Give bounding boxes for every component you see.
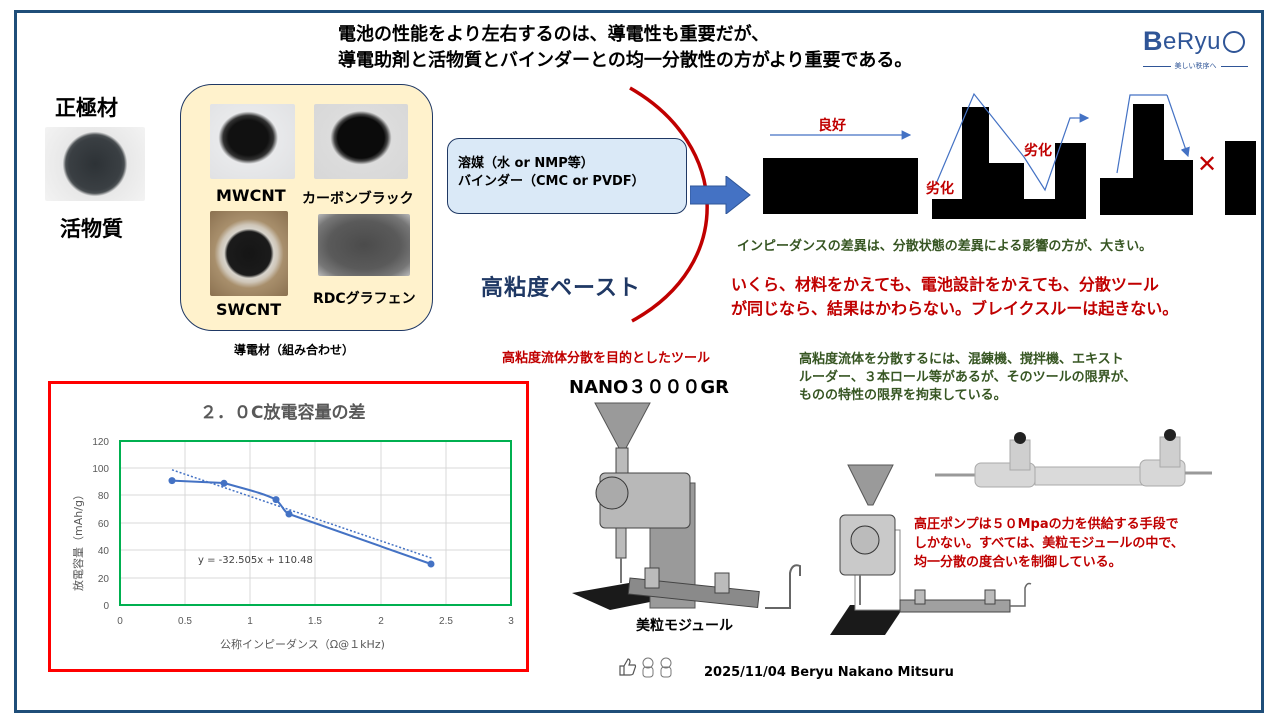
svg-text:120: 120 <box>92 437 109 448</box>
svg-text:0.5: 0.5 <box>178 616 192 627</box>
rdc-graphene-photo <box>318 214 410 276</box>
chart-y-axis-label: 放電容量（mAh/g） <box>72 489 85 591</box>
degraded-label-2: 劣化 <box>1024 143 1052 159</box>
svg-text:2.5: 2.5 <box>439 616 453 627</box>
solvent-binder-box: 溶媒（水 or NMP等） バインダー（CMC or PVDF） <box>447 138 687 214</box>
nano3000gr-machine-illustration <box>572 402 801 610</box>
beryu-module-photo <box>935 429 1212 488</box>
footer-icons <box>618 657 674 679</box>
chart-title: ２．０C放電容量の差 <box>200 403 366 423</box>
swcnt-photo <box>210 211 288 296</box>
active-material-label: 活物質 <box>60 217 123 241</box>
chart-plot: 0 20 40 60 80 100 120 0 0.5 1 1.5 2 2.5 … <box>92 437 514 627</box>
cathode-title: 正極材 <box>55 96 118 120</box>
right-arrow-icon <box>690 176 751 214</box>
pump-note: 高圧ポンプは５０Mpaの力を供給する手段で しかない。すべては、美粒モジュールの… <box>914 517 1184 570</box>
claim-line-2: が同じなら、結果はかわらない。ブレイクスルーは起きない。 <box>731 299 1179 318</box>
mwcnt-photo <box>210 104 295 179</box>
carbon-black-photo <box>314 104 408 179</box>
compact-machine-illustration <box>830 464 1032 635</box>
model-name: NANO３０００GR <box>569 377 729 398</box>
thumbs-up-icon <box>619 658 637 676</box>
maneki-neko-icon <box>660 657 672 678</box>
binder-line: バインダー（CMC or PVDF） <box>458 174 645 189</box>
module-label: 美粒モジュール <box>636 618 734 634</box>
footer-credit: 2025/11/04 Beryu Nakano Mitsuru <box>704 665 954 680</box>
svg-text:40: 40 <box>98 546 110 557</box>
slide-frame <box>14 10 1264 713</box>
headline-line-2: 導電助剤と活物質とバインダーとの均一分散性の方がより重要である。 <box>338 50 913 71</box>
svg-text:100: 100 <box>92 464 109 475</box>
chart-x-axis-label: 公称インピーダンス（Ω@１kHz) <box>220 638 385 651</box>
cross-icon: ✕ <box>1197 150 1218 178</box>
logo-circle-icon <box>1223 30 1246 53</box>
degraded-label-1: 劣化 <box>926 181 954 197</box>
solvent-line: 溶媒（水 or NMP等） <box>458 156 594 171</box>
high-viscosity-paste-label: 高粘度ペースト <box>481 276 641 301</box>
breakthrough-claim: いくら、材料をかえても、電池設計をかえても、分散ツール が同じなら、結果はかわら… <box>731 273 1178 321</box>
svg-text:20: 20 <box>98 574 110 585</box>
mwcnt-label: MWCNT <box>216 186 286 205</box>
headline-line-1: 電池の性能をより左右するのは、導電性も重要だが、 <box>338 24 770 45</box>
swcnt-label: SWCNT <box>216 300 282 319</box>
dispersion-tools-note: 高粘度流体を分散するには、混錬機、撹拌機、エキスト ルーダー、３本ロール等がある… <box>799 352 1137 403</box>
trendline-equation: y = -32.505x + 110.48 <box>198 555 313 566</box>
logo-text: eRyu <box>1163 27 1222 55</box>
conductive-materials-caption: 導電材（組み合わせ） <box>234 343 355 357</box>
svg-text:0: 0 <box>117 616 123 627</box>
svg-text:80: 80 <box>98 491 110 502</box>
cathode-material-photo <box>45 127 145 201</box>
impedance-note: インピーダンスの差異は、分散状態の差異による影響の方が、大きい。 <box>737 239 1153 254</box>
svg-text:1.5: 1.5 <box>308 616 322 627</box>
logo-initial: B <box>1143 26 1163 56</box>
logo-tagline: 美しい秩序へ <box>1174 62 1217 70</box>
svg-text:3: 3 <box>508 616 514 627</box>
discharge-capacity-chart <box>48 381 529 672</box>
claim-line-1: いくら、材料をかえても、電池設計をかえても、分散ツール <box>731 275 1159 294</box>
svg-text:2: 2 <box>378 616 384 627</box>
svg-text:0: 0 <box>103 601 109 612</box>
maneki-neko-icon <box>642 657 654 678</box>
good-label: 良好 <box>818 118 846 134</box>
tool-caption: 高粘度流体分散を目的としたツール <box>502 351 711 366</box>
svg-text:60: 60 <box>98 519 110 530</box>
carbon-black-label: カーボンブラック <box>302 191 414 207</box>
svg-text:1: 1 <box>247 616 253 627</box>
rdc-graphene-label: RDCグラフェン <box>313 291 416 307</box>
mixing-bracket-curve <box>629 86 709 323</box>
headline: 電池の性能をより左右するのは、導電性も重要だが、 導電助剤と活物質とバインダーと… <box>338 22 912 74</box>
dispersion-state-diagram <box>763 92 1256 219</box>
